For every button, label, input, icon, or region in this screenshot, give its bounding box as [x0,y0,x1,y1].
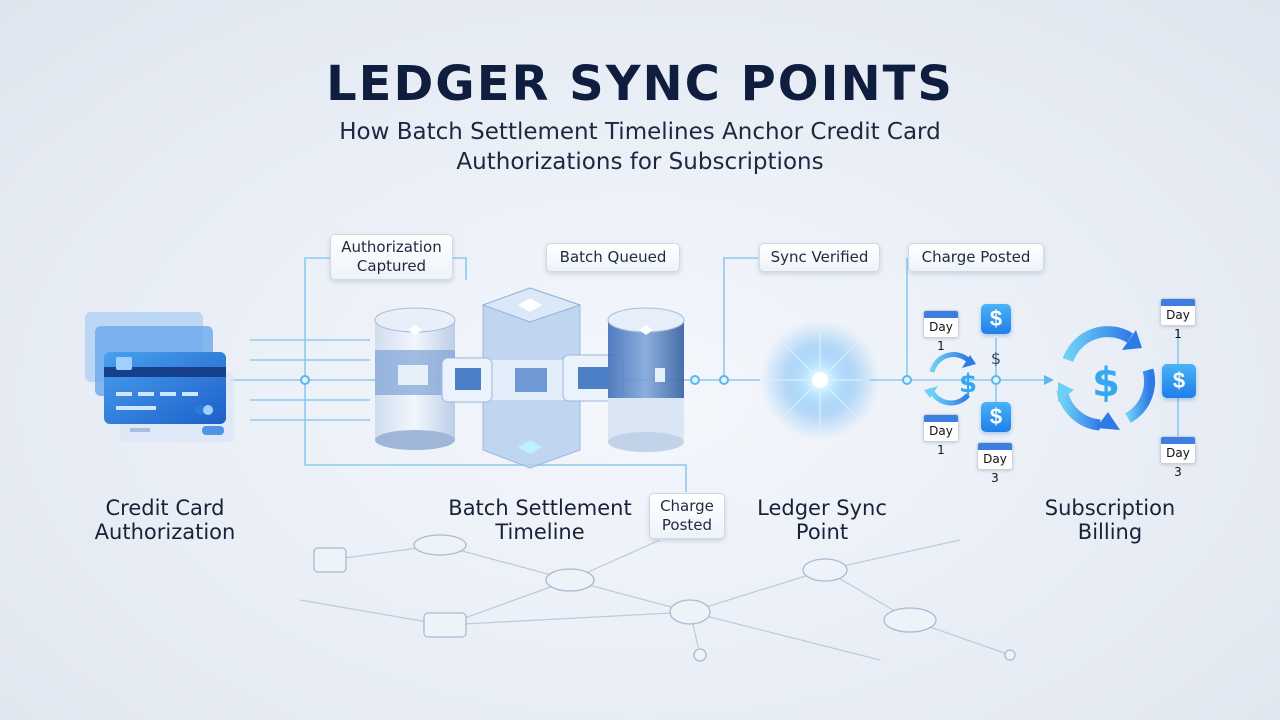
subtitle-line-1: How Batch Settlement Timelines Anchor Cr… [339,119,941,145]
dollar-badge-icon: $ [981,304,1011,334]
billing-dollar-glyph: $ [1092,360,1120,406]
calendar-day-1-icon: Day 1 [1160,298,1196,341]
dollar-badge-icon: $ [981,402,1011,432]
calendar-day-1-icon: Day 1 [923,310,959,353]
network-nodes [313,534,1016,662]
callout-charge-posted: Charge Posted [908,243,1044,272]
flow-arrow-head [1044,375,1054,385]
stage-label: Authorization [94,520,236,544]
ledger-sync-flare [760,320,880,440]
callout-sync-verified: Sync Verified [759,243,880,272]
stage-subscription-billing: Subscription Billing [1020,496,1200,544]
callout-text: Charge [660,497,714,515]
small-dollar-glyph: $ [991,349,1001,368]
flow-lines [230,257,1179,492]
stage-label: Batch Settlement [448,496,632,520]
subtitle-line-2: Authorizations for Subscriptions [456,149,824,175]
dollar-badge-icon: $ [1162,364,1196,398]
batch-cylinders [374,287,685,469]
stage-label: Billing [1077,520,1143,544]
sync-dollar-glyph: $ [959,369,977,399]
callout-text: Captured [356,257,427,275]
stage-label: Credit Card [105,496,225,520]
callout-text: Authorization [341,238,442,256]
callout-batch-queued: Batch Queued [546,243,680,272]
calendar-day-3-icon: Day 3 [977,442,1013,485]
network-floor [299,539,1011,661]
callout-authorization-captured: Authorization Captured [330,234,453,280]
page-subtitle: How Batch Settlement Timelines Anchor Cr… [240,117,1040,177]
stage-batch-settlement-timeline: Batch Settlement Timeline [430,496,650,544]
stage-label: Ledger Sync [757,496,887,520]
calendar-day-1-icon: Day 1 [923,414,959,457]
stage-ledger-sync-point: Ledger Sync Point [740,496,904,544]
stage-label: Point [795,520,849,544]
stage-label: Timeline [495,520,585,544]
credit-card-stack [85,312,234,442]
callout-charge-posted-lower: Charge Posted [649,493,725,539]
mini-sync-arrows [929,352,970,406]
flow-dots [300,375,1001,385]
stage-credit-card-authorization: Credit Card Authorization [70,496,260,544]
calendar-day-3-icon: Day 3 [1160,436,1196,479]
page-title: LEDGER SYNC POINTS [326,56,954,112]
callout-text: Posted [661,516,713,534]
stage-label: Subscription [1044,496,1176,520]
